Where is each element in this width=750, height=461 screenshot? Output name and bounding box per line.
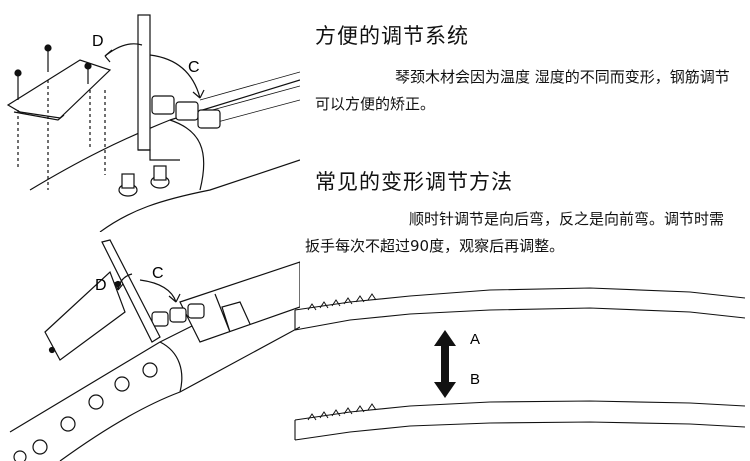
section-1-body: 琴颈木材会因为温度 湿度的不同而变形，钢筋调节可以方便的矫正。	[315, 68, 730, 113]
label-a: A	[470, 331, 480, 348]
label-d-bottom: D	[95, 277, 107, 294]
section-1-title: 方便的调节系统	[315, 24, 469, 48]
label-b: B	[470, 371, 480, 388]
truss-rod-cover-illustration: D C	[6, 14, 300, 232]
label-c-top: C	[188, 59, 200, 76]
section-2-title: 常见的变形调节方法	[315, 170, 513, 194]
headstock-wrench-illustration: D C	[9, 239, 300, 461]
label-c-bottom: C	[152, 265, 164, 282]
section-2-body: 顺时针调节是向后弯，反之是向前弯。调节时需扳手每次不超过90度，观察后再调整。	[305, 210, 725, 255]
label-d-top: D	[92, 33, 104, 50]
neck-bow-diagram: A B	[294, 287, 746, 441]
